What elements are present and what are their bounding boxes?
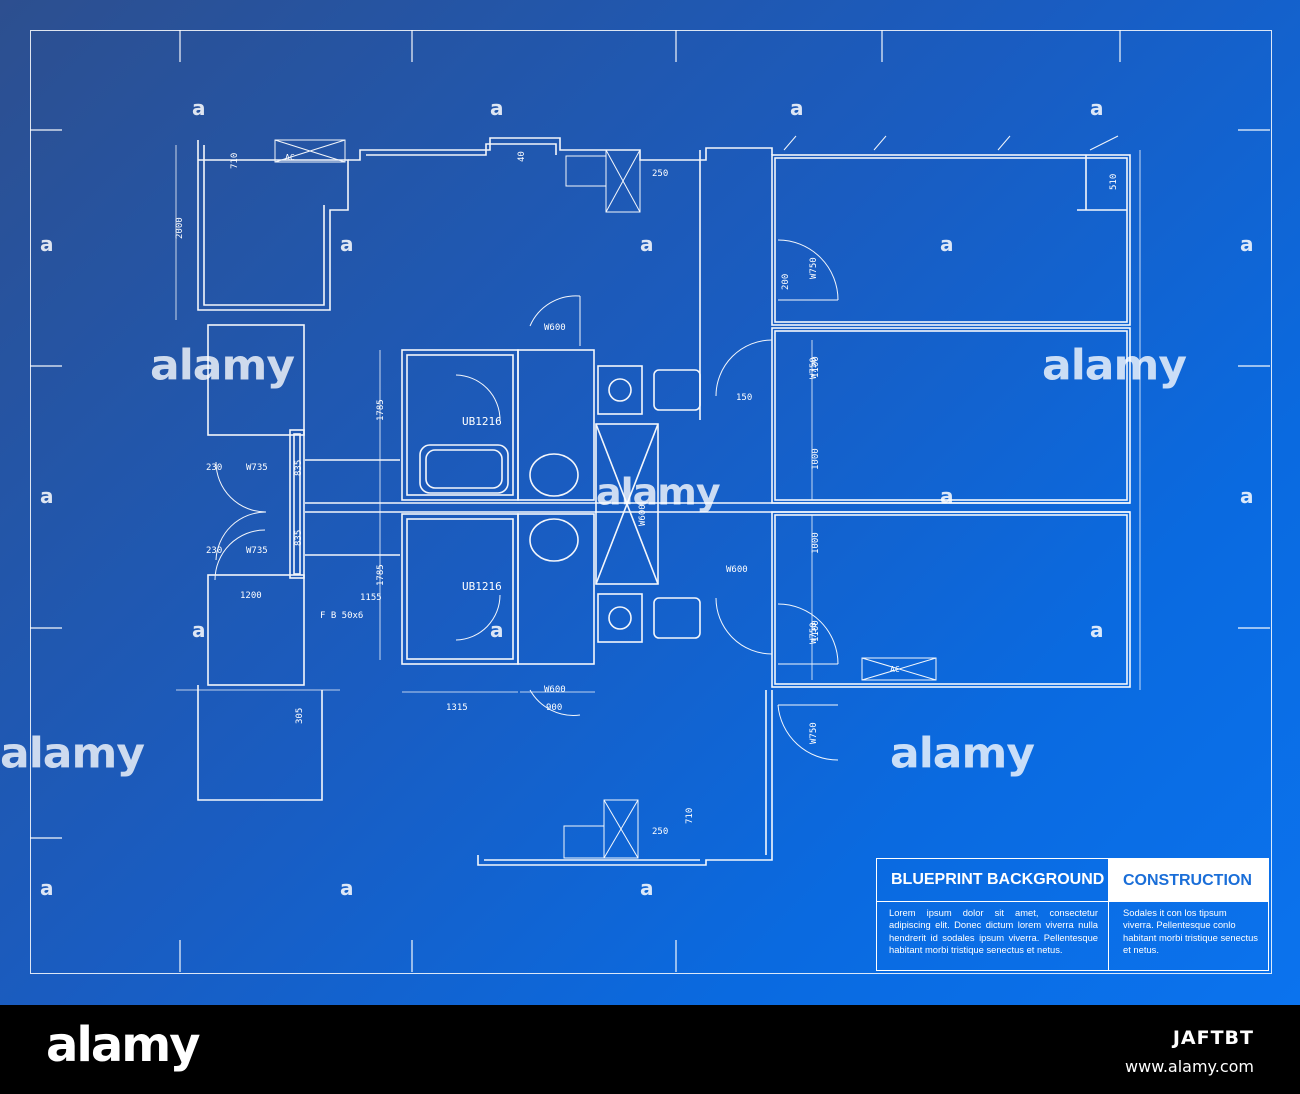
watermark-mark: a — [40, 876, 54, 900]
dim-1785-bottom: 1785 — [376, 564, 386, 586]
unit-label-b: UB1216 — [462, 580, 502, 593]
ac-units — [274, 139, 937, 681]
image-id: JAFTBT — [1172, 1027, 1254, 1049]
title-block-notes: Sodales it con los tipsum viverra. Pelle… — [1123, 907, 1258, 956]
frame-ticks — [30, 30, 1270, 972]
watermark-text: alamy — [890, 729, 1035, 778]
door-w600-c: W600 — [726, 565, 748, 575]
watermark-mark: a — [1090, 618, 1104, 642]
door-w600-b: W600 — [544, 685, 566, 695]
top-stair — [565, 149, 641, 213]
dimension-lines — [175, 145, 1141, 693]
top-walls — [348, 137, 773, 420]
n710-b: 710 — [685, 808, 695, 824]
door-w750-c: W750 — [809, 622, 819, 644]
blueprint-background: UB1216 UB1216 2000 1785 1785 1155 1315 1… — [0, 0, 1300, 1005]
watermark-mark: a — [192, 618, 206, 642]
n230-b: 230 — [206, 546, 222, 556]
title-block: BLUEPRINT BACKGROUND Lorem ipsum dolor s… — [876, 858, 1269, 971]
n710-a: 710 — [230, 153, 240, 169]
door-w750-a: W750 — [809, 257, 819, 279]
title-block-heading: BLUEPRINT BACKGROUND — [877, 859, 1108, 902]
fb-label: F B 50x6 — [320, 611, 363, 621]
bottom-stair — [563, 799, 639, 859]
dim-1000-a: 1000 — [811, 448, 821, 470]
ac-label-a: AC — [285, 153, 295, 162]
n1200: 1200 — [240, 591, 262, 601]
watermark-mark: a — [640, 876, 654, 900]
dim-1155: 1155 — [360, 593, 382, 603]
watermark-mark: a — [490, 618, 504, 642]
bottom-walls — [477, 690, 773, 866]
dim-1315: 1315 — [446, 703, 468, 713]
n250-b: 250 — [652, 827, 668, 837]
door-w750-b: W750 — [809, 357, 819, 379]
dim-1100-b: 1100 — [811, 620, 821, 642]
dim-1000-b: 1000 — [811, 532, 821, 554]
watermark-mark: a — [40, 484, 54, 508]
watermark-mark: a — [1240, 484, 1254, 508]
n305: 305 — [295, 708, 305, 724]
drawing-frame — [30, 30, 1272, 974]
title-block-description: Lorem ipsum dolor sit amet, consectetur … — [889, 907, 1098, 956]
dim-2000: 2000 — [175, 217, 185, 239]
watermark-text: alamy — [150, 341, 295, 390]
watermark-mark: a — [340, 876, 354, 900]
n250-a: 250 — [652, 169, 668, 179]
dim-835-b: 835 — [294, 530, 304, 546]
n150: 150 — [736, 393, 752, 403]
title-block-subheading: CONSTRUCTION — [1109, 859, 1268, 902]
watermark-text: alamy — [596, 471, 721, 513]
footer-logo: alamy — [46, 1017, 201, 1073]
dim-835-a: 835 — [294, 460, 304, 476]
watermark-mark: a — [1090, 96, 1104, 120]
watermark-mark: a — [490, 96, 504, 120]
n40: 40 — [517, 151, 527, 162]
door-w735-a: W735 — [246, 463, 268, 473]
watermark-mark: a — [940, 232, 954, 256]
n200: 200 — [781, 274, 791, 290]
n510: 510 — [1109, 174, 1119, 190]
unit-label-a: UB1216 — [462, 415, 502, 428]
watermark-mark: a — [640, 232, 654, 256]
watermark-mark: a — [1240, 232, 1254, 256]
door-w600-a: W600 — [544, 323, 566, 333]
watermark-mark: a — [790, 96, 804, 120]
door-w600-d: W600 — [638, 504, 648, 526]
door-w735-b: W735 — [246, 546, 268, 556]
watermark-mark: a — [340, 232, 354, 256]
balcony-hatching — [783, 135, 1119, 151]
dim-1100-a: 1100 — [811, 356, 821, 378]
ac-label-b: AC — [890, 665, 900, 674]
n230-a: 230 — [206, 463, 222, 473]
title-block-left: BLUEPRINT BACKGROUND Lorem ipsum dolor s… — [877, 859, 1109, 970]
door-swings — [214, 239, 839, 761]
n900: 900 — [546, 703, 562, 713]
title-block-right: CONSTRUCTION Sodales it con los tipsum v… — [1109, 859, 1268, 970]
site-url: www.alamy.com — [1125, 1057, 1254, 1076]
dim-1785-top: 1785 — [376, 399, 386, 421]
watermark-mark: a — [940, 484, 954, 508]
stock-footer-bar: alamy JAFTBT www.alamy.com — [0, 1005, 1300, 1094]
plan-text-labels: UB1216 UB1216 2000 1785 1785 1155 1315 1… — [175, 151, 1119, 837]
watermark-text: alamy — [0, 729, 145, 778]
door-w750-d: W750 — [809, 722, 819, 744]
watermark-text: alamy — [1042, 341, 1187, 390]
watermark-mark: a — [40, 232, 54, 256]
watermark-mark: a — [192, 96, 206, 120]
central-corridor — [305, 502, 1130, 513]
floor-plan-drawing: UB1216 UB1216 2000 1785 1785 1155 1315 1… — [30, 30, 1270, 972]
